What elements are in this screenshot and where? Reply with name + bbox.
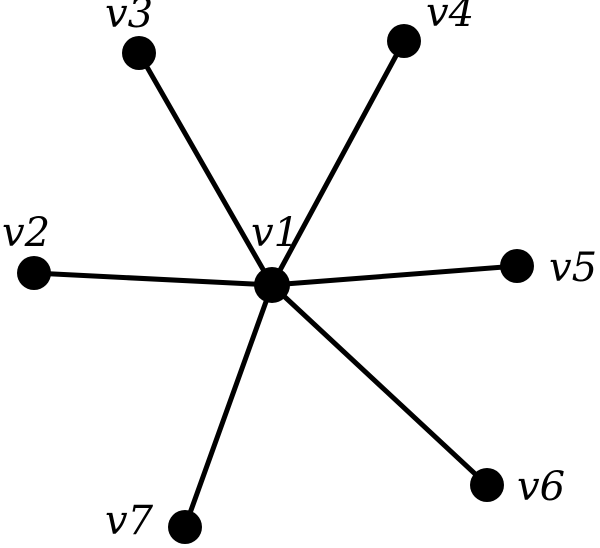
edge-v1-v2 [31, 270, 275, 288]
edge-v1-v3 [136, 50, 275, 288]
node-label-v7: v7 [105, 498, 154, 544]
edge-v1-v6 [269, 282, 490, 488]
node-label-v6: v6 [517, 464, 565, 510]
edge-v1-v5 [269, 263, 520, 288]
edge-v1-v7 [182, 282, 275, 530]
node-v4 [387, 24, 421, 58]
edge-v1-v4 [269, 38, 407, 288]
node-v5 [500, 249, 534, 283]
node-v6 [470, 468, 504, 502]
node-label-v4: v4 [426, 0, 474, 36]
node-label-v5: v5 [549, 245, 597, 291]
edges-layer [31, 38, 520, 530]
node-label-v3: v3 [105, 0, 153, 37]
node-v3 [122, 36, 156, 70]
node-v7 [168, 510, 202, 544]
nodes-layer [17, 24, 534, 544]
node-label-v2: v2 [2, 210, 50, 256]
node-label-v1: v1 [251, 210, 299, 256]
node-v1 [254, 267, 290, 303]
node-v2 [17, 256, 51, 290]
